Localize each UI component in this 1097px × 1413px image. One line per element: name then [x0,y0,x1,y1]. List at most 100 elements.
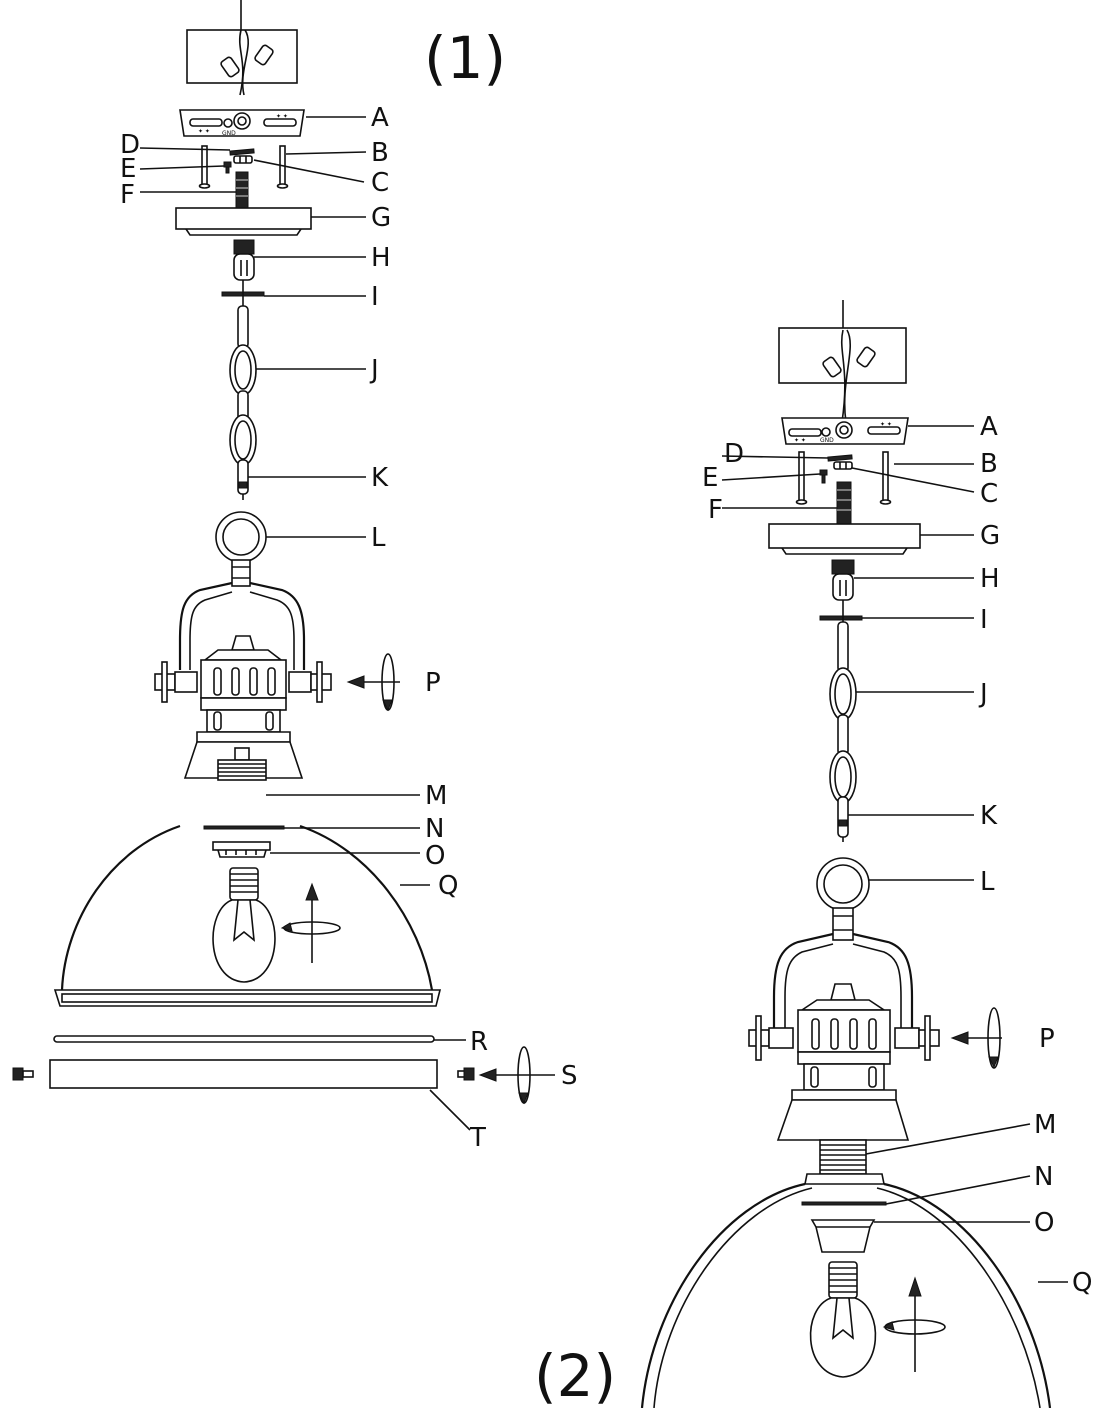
label-c: C [980,479,998,509]
label-n: N [1034,1162,1053,1192]
yoke-arms [178,581,306,670]
label-l: L [371,523,386,553]
tighten-screw-arrow-icon [478,1046,555,1105]
label-i: I [980,605,988,635]
label-m: M [1034,1110,1056,1140]
label-j: J [369,355,379,385]
part-g-canopy [175,207,312,236]
wire-right [241,29,250,96]
part-m-threaded-nipple [217,747,267,781]
part-o-ring [810,1219,876,1253]
part-k-chain-link [237,459,249,495]
label-k: K [371,463,389,493]
light-bulb [212,867,276,983]
svg-text:✦ ✦: ✦ ✦ [794,437,806,444]
label-p: P [425,668,441,698]
tighten-knob-arrow-icon [346,653,400,712]
label-n: N [425,814,444,844]
label-g: G [980,521,1000,551]
part-e-ground-screw [819,469,828,484]
label-o: O [1034,1208,1054,1238]
label-h: H [371,243,391,273]
label-m: M [425,781,447,811]
label-e: E [702,463,718,493]
label-g: G [371,203,391,233]
label-a: A [371,103,389,133]
wire-left [840,329,846,423]
part-d-washer [827,454,853,462]
label-b: B [371,138,389,168]
label-f: F [120,180,135,210]
label-e: E [120,154,136,184]
label-l: L [980,867,995,897]
yoke-arms [772,932,914,1030]
figure-1: ✦ ✦ ✦ ✦ GND [12,0,578,1153]
wire-nut-left [220,56,240,78]
part-e-ground-screw [223,161,232,174]
wire-left [238,29,244,96]
label-p: P [1039,1024,1055,1054]
wire-nut-right [254,44,274,66]
part-o-ring [212,841,271,858]
part-n-washer [203,825,285,830]
socket-housing [776,983,910,1141]
label-i: I [371,282,379,312]
tighten-knob-arrow-icon [950,1007,1002,1069]
label-b: B [980,449,998,479]
wire-right [843,329,851,423]
part-a-crossbar: ✦ ✦ ✦ ✦ GND [179,109,305,137]
label-q: Q [1072,1268,1092,1298]
label-a: A [980,412,998,442]
gnd-marking: GND [820,437,834,444]
gnd-marking: GND [222,130,236,137]
label-r: R [470,1027,488,1057]
part-q-shade [53,824,442,1007]
leader-lines-2 [721,425,1068,1283]
part-l-ring [816,857,870,941]
part-j-chain [229,280,257,500]
label-o: O [425,841,445,871]
part-r-gasket [53,1035,435,1043]
part-labels-2: A B C D E F G H I J K L P M N O Q [702,412,1092,1298]
figure-2-caption: (2) [534,1342,616,1408]
part-n-washer [801,1201,887,1206]
wire-nut-right [856,346,876,368]
install-bulb-arrow-icon [882,1276,946,1372]
part-a-crossbar: ✦ ✦ ✦ ✦ GND [781,417,909,445]
part-j-chain [829,600,857,842]
label-k: K [980,801,998,831]
label-t: T [469,1123,486,1153]
part-b-screws [795,451,892,505]
figure-2: ✦ ✦ ✦ ✦ GND [640,300,1092,1409]
figure-1-caption: (1) [424,24,506,92]
label-q: Q [438,871,458,901]
part-h-cap-loop [233,239,255,281]
part-k-chain-link [837,796,849,838]
wire-nut-left [822,356,842,378]
leader-lines-1 [139,116,471,1131]
label-s: S [561,1061,578,1091]
part-g-canopy [768,523,921,555]
part-h-cap-loop [831,559,855,601]
label-h: H [980,564,1000,594]
part-m-threaded-nipple [819,1139,867,1175]
part-p-side-knobs [748,1015,940,1061]
part-c-nut [233,155,253,164]
svg-text:✦ ✦: ✦ ✦ [198,128,210,135]
svg-text:✦ ✦: ✦ ✦ [276,113,288,120]
part-t-glass-plate [49,1059,438,1089]
label-d: D [120,130,140,160]
part-labels-1: A B C D E F G H I J K L P M N O Q R S T [120,103,578,1153]
svg-text:✦ ✦: ✦ ✦ [880,421,892,428]
label-j: J [978,679,988,709]
part-p-side-knobs [154,661,332,703]
part-l-ring [215,511,267,587]
part-f-threaded-pipe [836,481,852,525]
part-s-thumb-screws [12,1067,475,1081]
label-d: D [724,439,744,469]
part-c-nut [833,461,853,470]
label-f: F [708,495,723,525]
install-bulb-arrow-icon [280,882,341,963]
label-c: C [371,168,389,198]
